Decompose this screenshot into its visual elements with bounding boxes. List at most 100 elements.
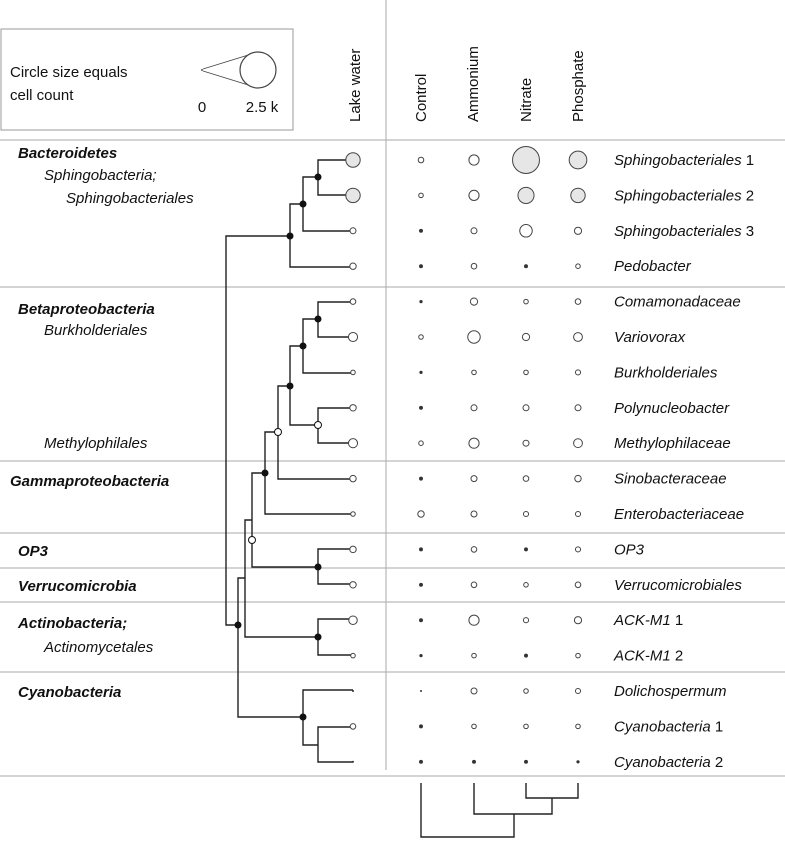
bubble xyxy=(573,616,583,625)
taxon-label: Verrucomicrobiales xyxy=(614,577,742,594)
taxon-label: ACK-M1 1 xyxy=(613,612,683,629)
tree-node-supported xyxy=(261,469,269,477)
tree-node-supported xyxy=(286,382,294,390)
bubble xyxy=(417,156,425,164)
bubble xyxy=(345,152,361,168)
legend-min-circle xyxy=(201,69,203,71)
bubble xyxy=(574,298,582,305)
bubble xyxy=(523,298,529,305)
tree-node-supported xyxy=(314,633,322,641)
bubble xyxy=(524,264,528,269)
bubble xyxy=(470,581,478,589)
dendrogram-branch xyxy=(420,783,515,838)
bubble xyxy=(468,154,480,166)
treatment-dendrogram xyxy=(420,783,579,838)
bubble xyxy=(349,262,357,270)
tree-node-supported xyxy=(314,563,322,571)
bubble xyxy=(522,475,530,482)
bubble xyxy=(419,724,423,729)
bubble xyxy=(350,511,356,517)
column-header-lake-water: Lake water xyxy=(347,49,364,122)
bubble xyxy=(345,187,361,204)
legend-max-circle xyxy=(239,51,277,89)
bubble xyxy=(418,440,424,446)
bubble xyxy=(349,298,357,305)
bubble xyxy=(471,723,477,730)
bubble xyxy=(576,760,580,764)
bubble xyxy=(575,652,581,659)
tree-branch xyxy=(237,577,303,718)
tree-node-supported xyxy=(299,713,307,721)
dendrogram-branch xyxy=(473,783,553,815)
bubble xyxy=(574,404,582,412)
bubble xyxy=(468,189,480,201)
bubble xyxy=(467,330,481,344)
tree-node-open xyxy=(274,428,282,436)
taxon-label: Sphingobacteriales 1 xyxy=(614,152,754,169)
taxon-label: Pedobacter xyxy=(614,258,692,275)
taxon-label: Polynucleobacter xyxy=(614,400,730,417)
taxon-label: Variovorax xyxy=(614,329,686,346)
taxon-label: Cyanobacteria 2 xyxy=(614,754,723,771)
tree-nodes xyxy=(234,173,322,721)
bubble xyxy=(419,582,423,587)
tree-branch xyxy=(317,618,353,656)
tree-node-open xyxy=(248,536,256,544)
tree-node-supported xyxy=(286,232,294,240)
taxon-label: OP3 xyxy=(614,541,645,558)
bubble xyxy=(522,510,530,518)
bubble xyxy=(574,581,582,589)
bubble xyxy=(470,227,478,235)
taxon-label: Burkholderiales xyxy=(614,364,718,381)
bubble xyxy=(524,653,528,658)
tree-branch xyxy=(317,548,353,585)
taxon-label: Enterobacteriaceae xyxy=(614,506,744,523)
bubble xyxy=(522,404,530,412)
bubble xyxy=(523,688,529,694)
bubble xyxy=(470,475,478,483)
bubble xyxy=(352,690,354,692)
bubble xyxy=(419,759,423,764)
bubble xyxy=(471,369,477,376)
taxon-label: Dolichospermum xyxy=(614,683,727,700)
bubble xyxy=(350,369,356,376)
bubble xyxy=(522,617,530,624)
bubble xyxy=(469,297,479,306)
bubble xyxy=(419,476,423,481)
group-labels: Bacteroidetes Sphingobacteria; Sphingoba… xyxy=(10,145,194,701)
bubble xyxy=(575,723,581,730)
bubble xyxy=(570,187,586,204)
taxon-label: Methylophilaceae xyxy=(614,435,731,452)
bubble xyxy=(517,186,535,204)
column-header-phosphate: Phosphate xyxy=(570,50,587,122)
bubble xyxy=(574,546,582,553)
bubble xyxy=(574,687,582,695)
legend-min-label: 0 xyxy=(198,99,206,116)
bubble xyxy=(349,581,357,589)
bubble xyxy=(348,615,358,625)
tree-node-supported xyxy=(299,342,307,350)
group-label-actinobacteria: Actinobacteria; xyxy=(17,615,127,632)
bubble xyxy=(420,690,422,692)
column-header-ammonium: Ammonium xyxy=(465,46,482,122)
subgroup-label-methylophilales: Methylophilales xyxy=(44,435,148,452)
bubble-matrix xyxy=(345,146,588,764)
bubble xyxy=(523,582,529,588)
bubble xyxy=(419,228,423,233)
taxon-label: ACK-M1 2 xyxy=(613,648,683,665)
bubble xyxy=(472,759,476,764)
bubble xyxy=(419,405,423,410)
subgroup-label-sphingobacteria: Sphingobacteria; xyxy=(44,167,157,184)
legend-line-1: Circle size equals xyxy=(10,64,128,81)
bubble xyxy=(418,192,424,199)
tree-branch xyxy=(302,689,353,746)
bubble xyxy=(523,723,529,730)
bubble xyxy=(349,404,357,412)
bubble xyxy=(419,370,423,375)
bubble xyxy=(524,759,528,764)
group-label-bacteroidetes: Bacteroidetes xyxy=(18,145,117,162)
bubble xyxy=(352,760,354,763)
bubble xyxy=(419,653,423,658)
bubble xyxy=(349,545,357,554)
